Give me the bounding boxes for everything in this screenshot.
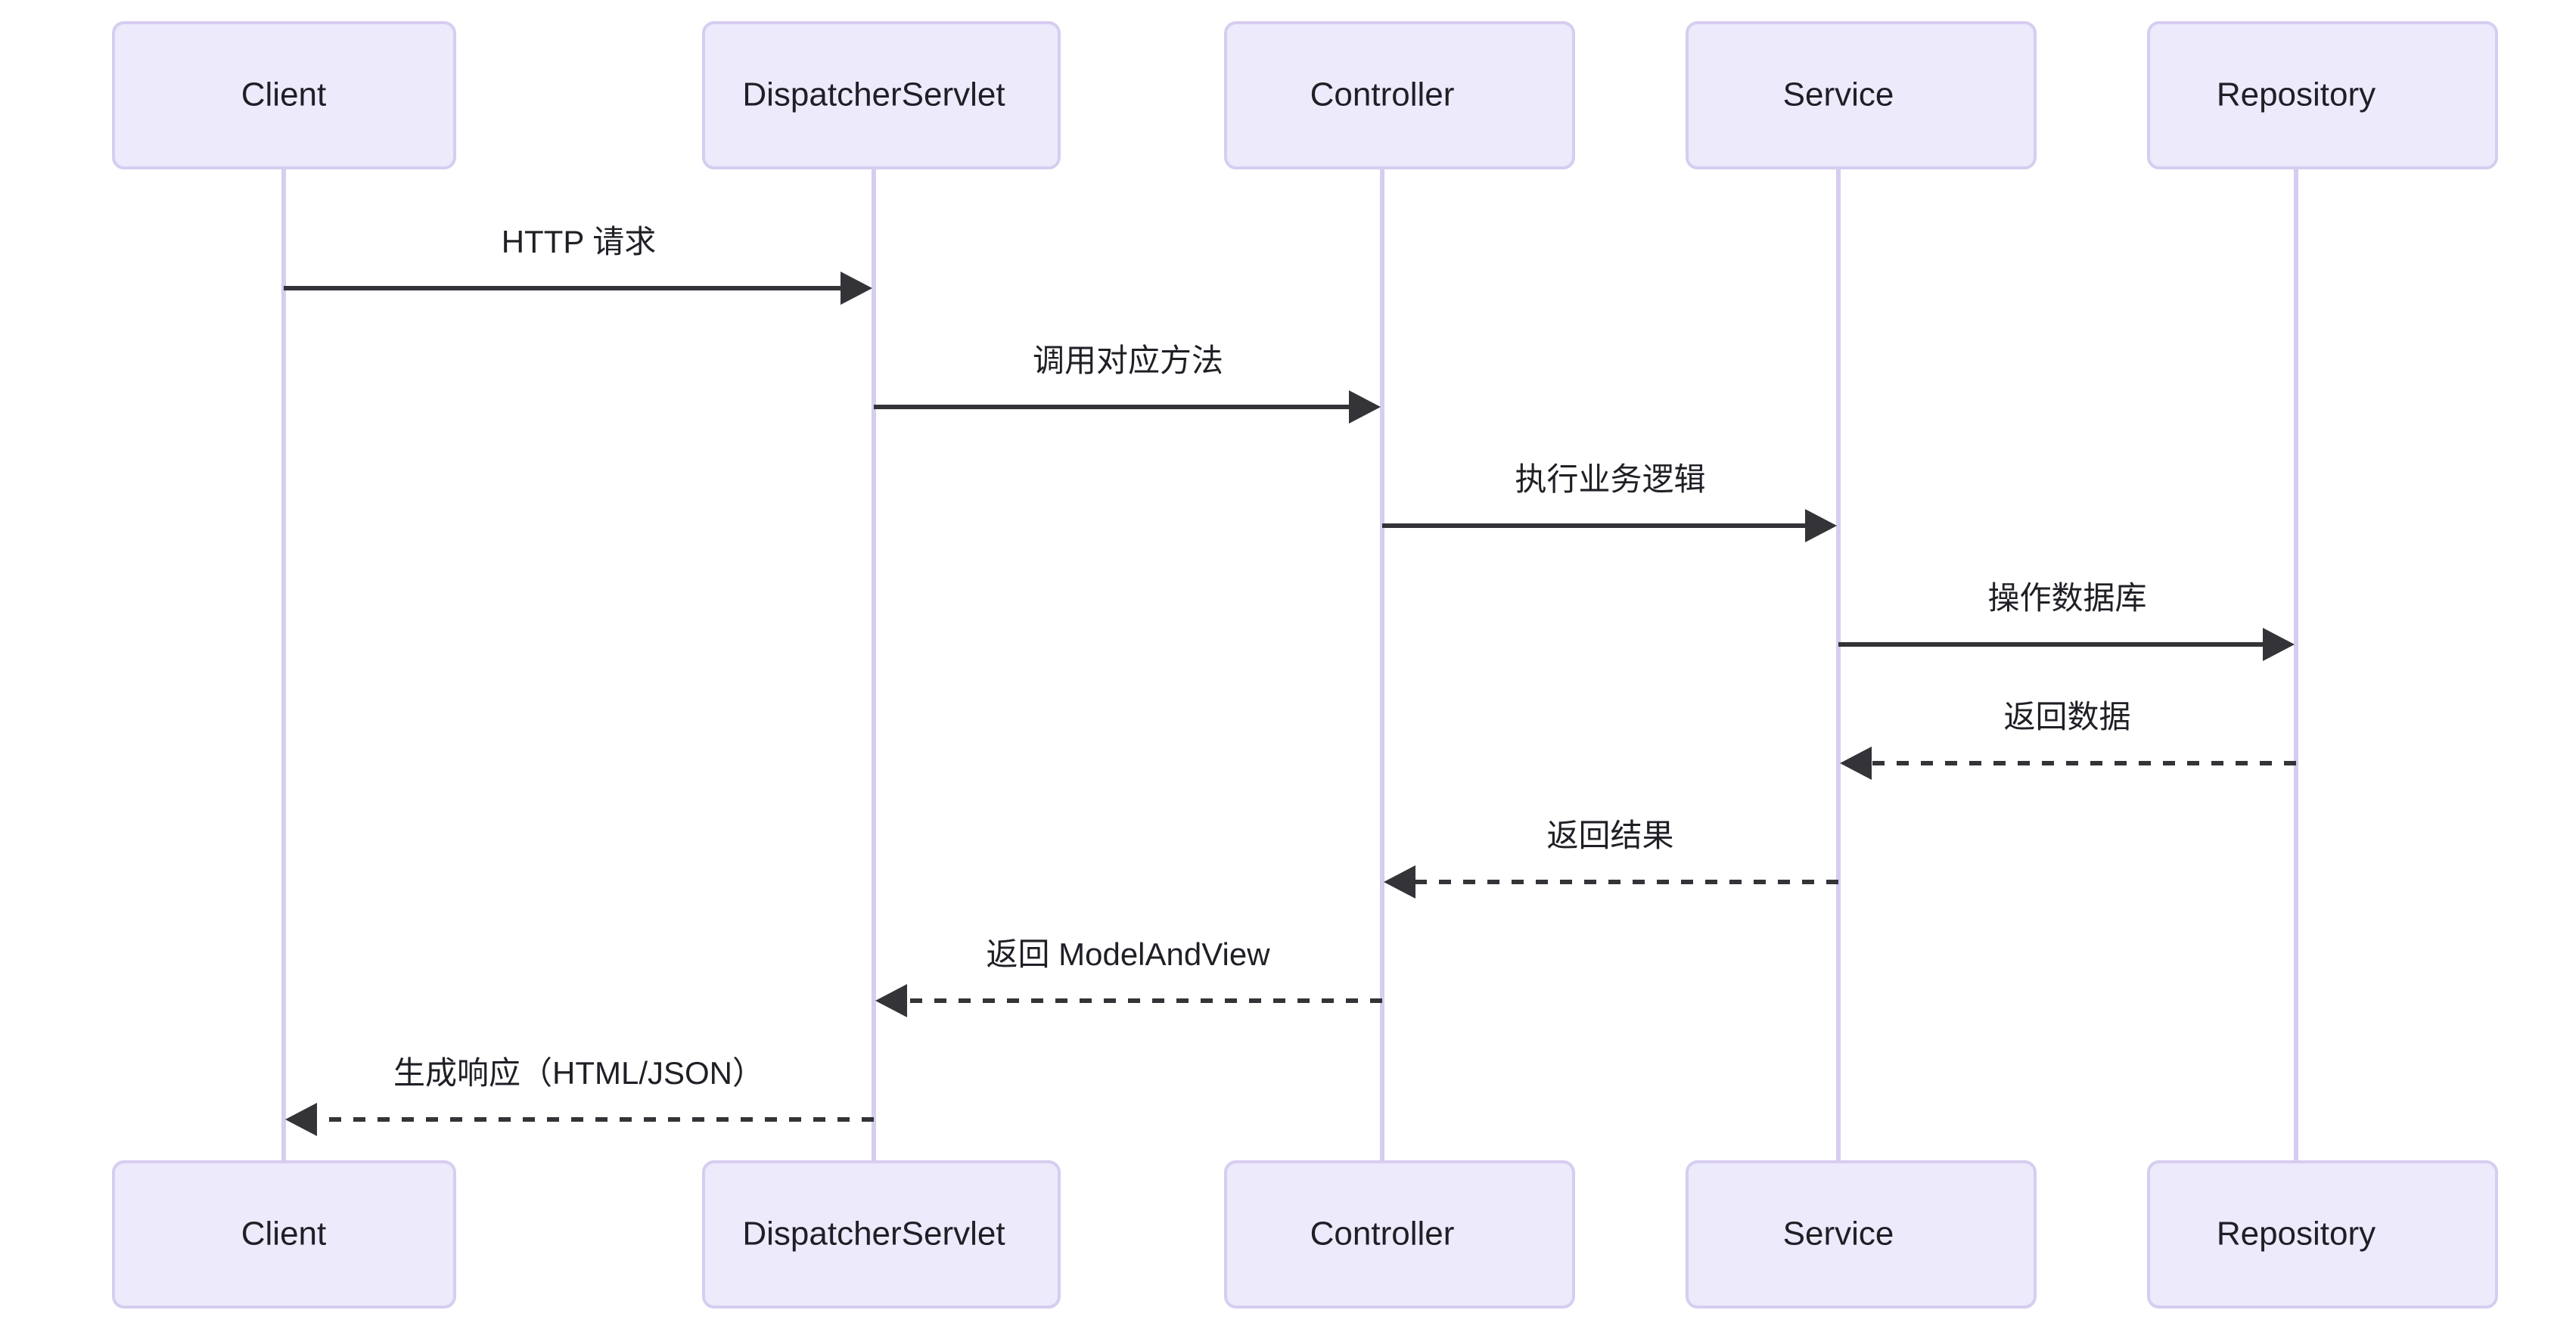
participant-box-shape (1686, 1160, 2037, 1309)
participant-box-service-top[interactable]: Service (1686, 21, 2037, 169)
message-1[interactable]: HTTP 请求 (284, 224, 872, 305)
participant-box-client-bottom[interactable]: Client (112, 1160, 456, 1309)
participant-label-client: Client (241, 76, 327, 113)
participant-label-controller: Controller (1310, 76, 1455, 113)
message-label-4: 操作数据库 (1987, 580, 2146, 616)
message-arrowhead-1 (841, 272, 872, 305)
participant-label-service: Service (1783, 76, 1894, 113)
lifelines-group (281, 168, 2298, 1162)
message-arrowhead-2 (1349, 390, 1381, 424)
participant-box-shape (1686, 21, 2037, 169)
message-3[interactable]: 执行业务逻辑 (1382, 461, 1837, 542)
message-arrowhead-4 (2263, 628, 2295, 661)
participant-box-controller-bottom[interactable]: Controller (1224, 1160, 1575, 1309)
message-arrowhead-6 (1384, 865, 1415, 899)
message-arrowhead-3 (1805, 509, 1837, 542)
participant-label-dispatcherservlet: DispatcherServlet (742, 1216, 1005, 1253)
message-4[interactable]: 操作数据库 (1838, 580, 2295, 661)
message-label-8: 生成响应（HTML/JSON） (393, 1055, 764, 1091)
participant-box-shape (112, 21, 456, 169)
participant-box-repository-bottom[interactable]: Repository (2147, 1160, 2498, 1309)
message-2[interactable]: 调用对应方法 (874, 343, 1381, 424)
message-arrowhead-5 (1840, 747, 1872, 780)
participant-label-repository: Repository (2217, 1216, 2376, 1253)
participant-box-shape (2147, 21, 2498, 169)
participant-box-shape (1224, 21, 1575, 169)
participant-label-client: Client (241, 1216, 327, 1253)
message-label-3: 执行业务逻辑 (1515, 461, 1705, 497)
message-7[interactable]: 返回 ModelAndView (875, 936, 1382, 1017)
message-6[interactable]: 返回结果 (1384, 818, 1838, 899)
participant-box-service-bottom[interactable]: Service (1686, 1160, 2037, 1309)
message-5[interactable]: 返回数据 (1840, 699, 2296, 780)
participant-label-service: Service (1783, 1216, 1894, 1253)
message-label-5: 返回数据 (2003, 699, 2130, 734)
message-label-1: HTTP 请求 (502, 224, 657, 259)
participant-box-shape (702, 1160, 1061, 1309)
actor-boxes-top: Client DispatcherServlet Controller Service… (112, 21, 2498, 169)
message-8[interactable]: 生成响应（HTML/JSON） (285, 1055, 874, 1136)
participant-box-client-top[interactable]: Client (112, 21, 456, 169)
participant-label-controller: Controller (1310, 1216, 1455, 1253)
participant-box-shape (1224, 1160, 1575, 1309)
message-arrowhead-8 (285, 1103, 317, 1136)
participant-box-dispatcherservlet-bottom[interactable]: DispatcherServlet (702, 1160, 1061, 1309)
participant-box-shape (112, 1160, 456, 1309)
message-label-6: 返回结果 (1546, 818, 1673, 853)
participant-box-repository-top[interactable]: Repository (2147, 21, 2498, 169)
participant-label-dispatcherservlet: DispatcherServlet (742, 76, 1005, 113)
participant-box-dispatcherservlet-top[interactable]: DispatcherServlet (702, 21, 1061, 169)
participant-box-shape (702, 21, 1061, 169)
participant-label-repository: Repository (2217, 76, 2376, 113)
message-label-2: 调用对应方法 (1033, 343, 1223, 378)
message-label-7: 返回 ModelAndView (986, 936, 1270, 972)
participant-box-controller-top[interactable]: Controller (1224, 21, 1575, 169)
message-arrowhead-7 (875, 984, 907, 1017)
actor-boxes-bottom: Client DispatcherServlet Controller Service… (112, 1160, 2498, 1309)
participant-box-shape (2147, 1160, 2498, 1309)
